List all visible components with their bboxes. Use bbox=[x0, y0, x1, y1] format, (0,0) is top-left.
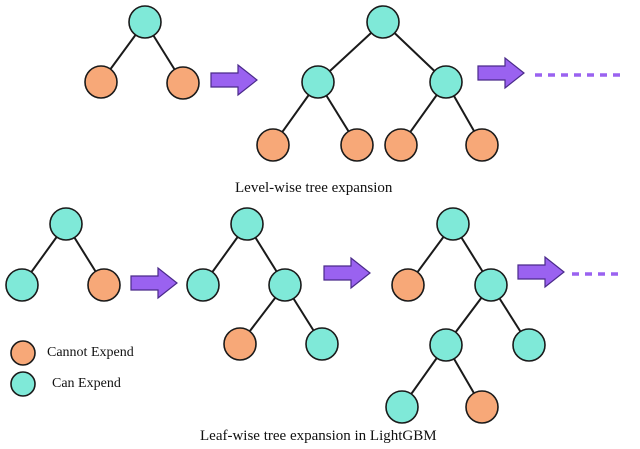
tree-node-can-expend bbox=[128, 5, 162, 39]
tree-node-cannot-expend bbox=[87, 268, 121, 302]
tree-node-cannot-expend bbox=[256, 128, 290, 162]
legend-swatch-cannot-expend bbox=[10, 340, 36, 366]
level-wise-tree-1 bbox=[84, 5, 200, 100]
tree-node-can-expend bbox=[512, 328, 546, 362]
leaf-wise-tree-2 bbox=[186, 207, 339, 361]
right-arrow-icon bbox=[210, 63, 258, 97]
tree-node-cannot-expend bbox=[465, 128, 499, 162]
leaf-wise-tree-1 bbox=[5, 207, 121, 302]
tree-node-can-expend bbox=[301, 65, 335, 99]
tree-node-can-expend bbox=[230, 207, 264, 241]
tree-node-can-expend bbox=[385, 390, 419, 424]
level-wise-tree-2 bbox=[256, 5, 499, 162]
right-arrow-icon bbox=[517, 255, 565, 289]
tree-node-can-expend bbox=[436, 207, 470, 241]
right-arrow-icon bbox=[130, 266, 178, 300]
tree-node-can-expend bbox=[268, 268, 302, 302]
leaf-wise-tree-3 bbox=[385, 207, 546, 424]
legend-label-cannot-expend: Cannot Expend bbox=[47, 345, 134, 360]
tree-node-cannot-expend bbox=[391, 268, 425, 302]
tree-node-cannot-expend bbox=[84, 65, 118, 99]
right-arrow-icon bbox=[477, 56, 525, 90]
tree-node-can-expend bbox=[429, 328, 463, 362]
tree-node-can-expend bbox=[429, 65, 463, 99]
tree-node-can-expend bbox=[5, 268, 39, 302]
tree-node-cannot-expend bbox=[384, 128, 418, 162]
level-wise-caption: Level-wise tree expansion bbox=[235, 180, 393, 196]
right-arrow-icon bbox=[323, 256, 371, 290]
tree-node-cannot-expend bbox=[465, 390, 499, 424]
tree-node-can-expend bbox=[366, 5, 400, 39]
tree-node-can-expend bbox=[305, 327, 339, 361]
tree-node-cannot-expend bbox=[340, 128, 374, 162]
tree-node-can-expend bbox=[474, 268, 508, 302]
tree-node-cannot-expend bbox=[166, 66, 200, 100]
legend-swatch-can-expend bbox=[10, 371, 36, 397]
tree-node-can-expend bbox=[186, 268, 220, 302]
legend bbox=[10, 340, 36, 397]
leaf-wise-caption: Leaf-wise tree expansion in LightGBM bbox=[200, 428, 437, 444]
tree-node-cannot-expend bbox=[223, 327, 257, 361]
legend-label-can-expend: Can Expend bbox=[52, 376, 121, 391]
tree-node-can-expend bbox=[49, 207, 83, 241]
